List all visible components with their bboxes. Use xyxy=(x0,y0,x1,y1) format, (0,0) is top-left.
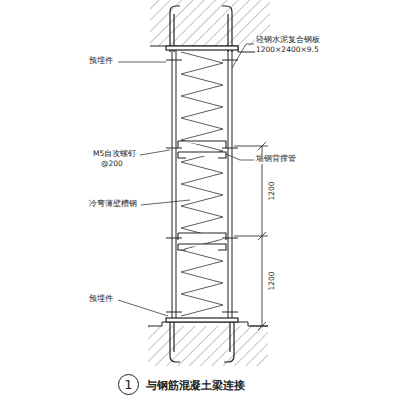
part-label: 1200×2400×9.5 xyxy=(255,46,320,55)
detail-number: 1 xyxy=(124,377,132,392)
steel-channel xyxy=(178,141,226,250)
insulation xyxy=(181,52,223,316)
dimension-text: 1200 xyxy=(268,271,276,290)
caption: 与钢筋混凝土梁连接 xyxy=(146,378,245,393)
part-label: 冷弯薄壁槽钢 xyxy=(88,200,138,209)
part-label: 轻钢水泥复合钢板 xyxy=(255,36,321,45)
concrete-beam xyxy=(148,322,268,366)
anchor-bar xyxy=(166,318,238,362)
wall-board xyxy=(172,50,232,318)
anchor-bar xyxy=(166,6,238,52)
detail-number-circle: 1 xyxy=(118,374,139,395)
part-label: @200 xyxy=(100,160,124,169)
part-label: 预埋件 xyxy=(88,295,114,304)
leader-line xyxy=(118,44,254,316)
dimension-text: 1200 xyxy=(268,181,276,200)
dimension-line xyxy=(234,142,268,330)
screw xyxy=(166,60,238,312)
part-label: 墙钢背撑管 xyxy=(255,155,297,164)
part-label: M5自攻螺钉 xyxy=(92,150,137,159)
part-label: 预埋件 xyxy=(88,57,114,66)
